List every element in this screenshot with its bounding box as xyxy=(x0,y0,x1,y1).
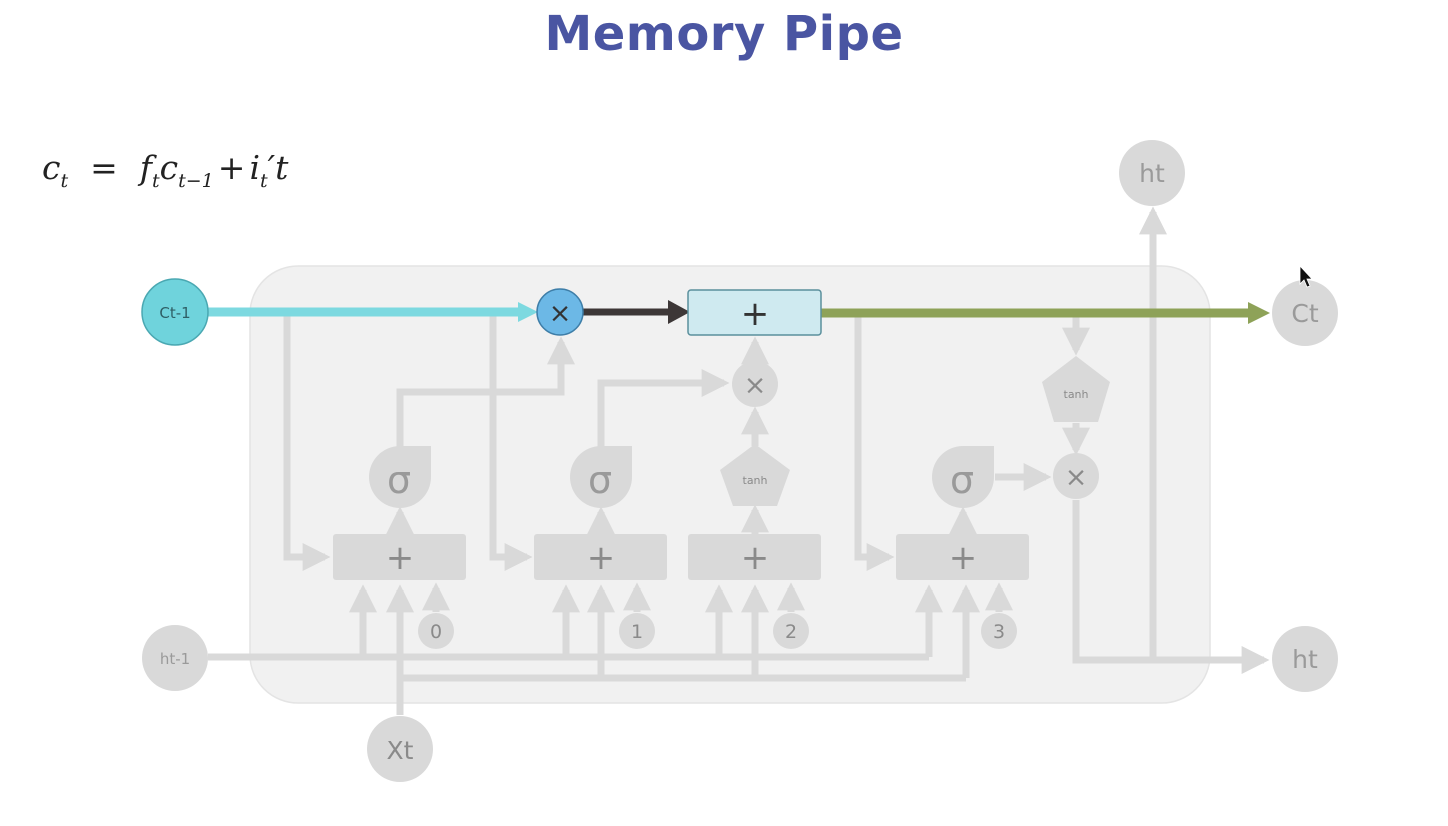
c-t-node xyxy=(1272,280,1338,346)
eq-c: c xyxy=(159,148,179,187)
input-gate-label: σ xyxy=(588,458,612,502)
h-t-top-node xyxy=(1119,140,1185,206)
output-tanh-label: tanh xyxy=(1064,388,1089,401)
output-gate-shape xyxy=(932,446,994,508)
h-t-right-node xyxy=(1272,626,1338,692)
eq-c-sub: t−1 xyxy=(178,170,214,192)
bias-2: 2 xyxy=(785,621,797,643)
forget-multiply-label: × xyxy=(549,298,572,329)
h-t-top-label: ht xyxy=(1139,159,1165,188)
output-gate-label: σ xyxy=(950,458,974,502)
cell-state-pipe xyxy=(208,300,1270,324)
bias-0: 0 xyxy=(430,621,442,643)
bias-nodes: 0 1 2 3 xyxy=(418,613,1017,649)
sigma-gates: σ σ σ xyxy=(369,446,994,508)
candidate-sum-label: + xyxy=(741,538,770,578)
forget-sum-label: + xyxy=(386,538,415,578)
memory-add-box xyxy=(687,289,822,336)
eq-i-sub: t xyxy=(260,170,268,192)
page-title: Memory Pipe xyxy=(544,6,904,62)
eq-plus: + xyxy=(217,148,246,187)
input-gate-shape xyxy=(570,446,632,508)
eq-f: f xyxy=(139,148,152,187)
forget-gate-shape xyxy=(369,446,431,508)
eq-equals: = xyxy=(90,148,118,187)
output-sum-box xyxy=(896,534,1029,580)
input-multiply-node xyxy=(732,361,778,407)
output-sum-label: + xyxy=(949,538,978,578)
input-sum-label: + xyxy=(587,538,616,578)
forget-multiply-node xyxy=(536,288,584,336)
eq-lhs: c xyxy=(42,148,61,187)
forget-sum-box xyxy=(333,534,466,580)
c-prev-node xyxy=(141,278,209,346)
sum-boxes: + + + + xyxy=(333,534,1029,580)
h-t-right-label: ht xyxy=(1292,645,1318,674)
forget-gate-label: σ xyxy=(387,458,411,502)
h-prev-label: ht-1 xyxy=(160,650,190,668)
mouse-cursor-icon xyxy=(1299,264,1313,288)
eq-lhs-sub: t xyxy=(60,170,69,192)
input-sum-box xyxy=(534,534,667,580)
eq-i: i xyxy=(249,148,260,187)
output-multiply-label: × xyxy=(1065,462,1088,493)
bias-1: 1 xyxy=(631,621,643,643)
candidate-tanh-label: tanh xyxy=(743,474,768,487)
x-t-label: Xt xyxy=(387,736,414,765)
eq-t: ′t xyxy=(267,148,289,187)
endpoint-nodes: Ct-1 ht-1 Xt ht Ct ht xyxy=(141,140,1338,782)
multiply-nodes: × × × xyxy=(536,288,1099,499)
c-prev-label: Ct-1 xyxy=(159,304,190,322)
tanh-gates: tanh tanh xyxy=(720,356,1110,506)
c-t-label: Ct xyxy=(1291,299,1318,328)
x-t-node xyxy=(367,716,433,782)
cell-state-equation: ct=ftct−1+it′t xyxy=(42,148,288,192)
h-prev-node xyxy=(142,625,208,691)
candidate-tanh-shape xyxy=(720,444,790,506)
input-multiply-label: × xyxy=(744,370,767,401)
bias-3: 3 xyxy=(993,621,1005,643)
output-multiply-node xyxy=(1053,453,1099,499)
gray-connections xyxy=(208,206,1270,715)
output-tanh-shape xyxy=(1042,356,1110,422)
eq-f-sub: t xyxy=(152,170,160,192)
candidate-sum-box xyxy=(688,534,821,580)
memory-add-label: + xyxy=(741,294,770,334)
